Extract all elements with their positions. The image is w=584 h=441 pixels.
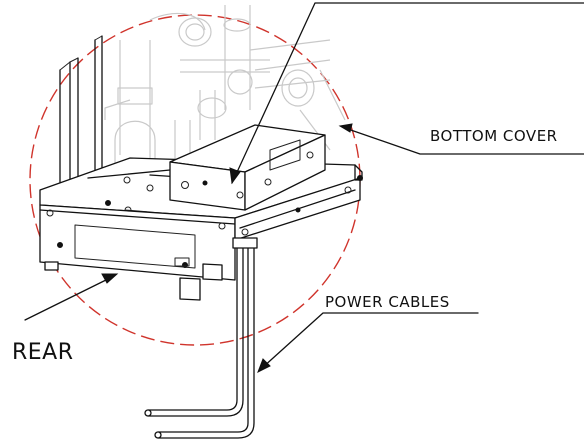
rear-leader-arrow [101, 273, 119, 284]
top-leader-line [231, 2, 584, 184]
bottom-cover-leader-arrow [338, 123, 353, 133]
leaders [24, 2, 584, 374]
bottom-cover-label: BOTTOM COVER [430, 127, 558, 145]
rear-leader-line [24, 277, 111, 321]
power-cables [144, 237, 258, 439]
feet [44, 261, 223, 301]
power-cables-leader-arrow [257, 358, 271, 374]
rear-label: REAR [12, 340, 74, 365]
power-cables-label: POWER CABLES [325, 293, 450, 311]
power-cables-leader-line [261, 312, 479, 369]
side-rail [234, 164, 363, 241]
bottom-cover-leader-line [344, 127, 584, 155]
top-leader-arrow [229, 167, 241, 185]
base-rear-face [39, 204, 236, 281]
